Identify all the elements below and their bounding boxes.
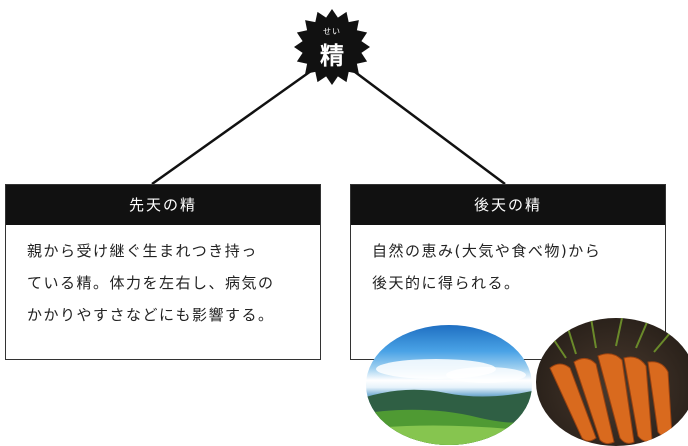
branch-body-acquired: 自然の恵み(大気や食べ物)から 後天的に得られる。 — [372, 242, 602, 292]
root-node: せい 精 — [292, 8, 372, 86]
sky-scene — [366, 359, 532, 445]
carrots-photo — [536, 318, 688, 446]
root-ruby: せい — [323, 27, 341, 36]
branch-box-innate: 先天の精 親から受け継ぐ生まれつき持っ ている精。体力を左右し、病気の かかりや… — [5, 184, 321, 360]
connector-left — [151, 64, 319, 186]
branch-title-acquired: 後天の精 — [351, 185, 665, 225]
branch-title-innate: 先天の精 — [6, 185, 320, 225]
sky-landscape-photo — [366, 325, 532, 445]
branch-body-innate: 親から受け継ぐ生まれつき持っ ている精。体力を左右し、病気の かかりやすさなどに… — [27, 242, 275, 324]
root-label: 精 — [320, 42, 344, 70]
connector-right — [346, 64, 506, 186]
root-badge-starburst — [294, 9, 370, 85]
carrots-scene — [545, 318, 677, 445]
branch-box-acquired: 後天の精 自然の恵み(大気や食べ物)から 後天的に得られる。 — [350, 184, 666, 360]
